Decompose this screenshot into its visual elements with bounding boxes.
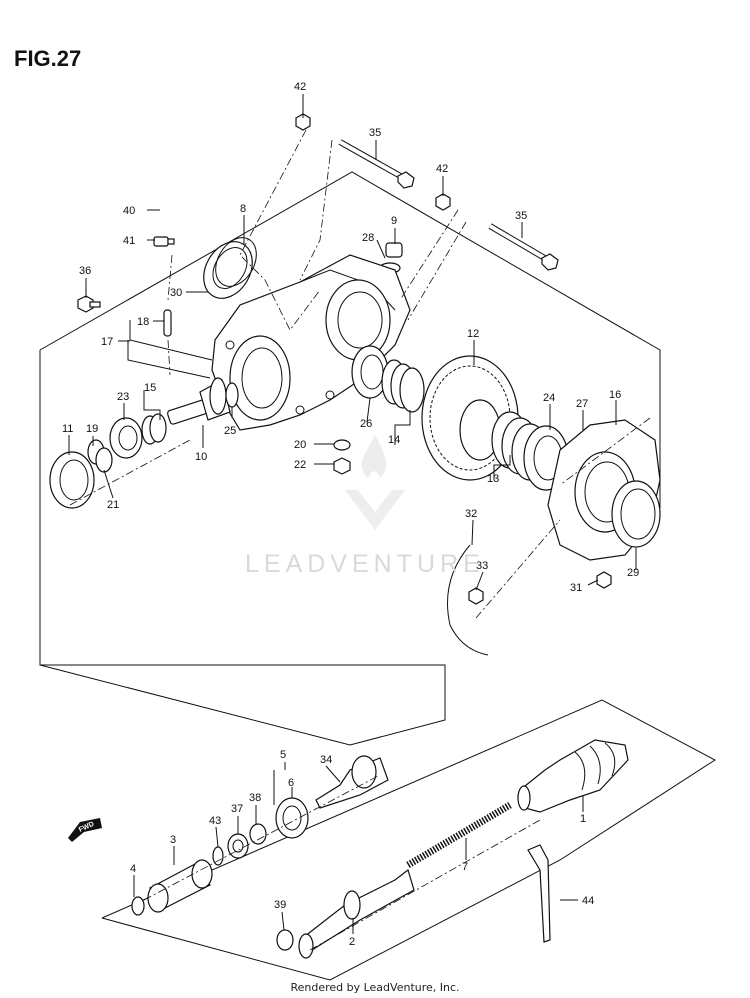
leadventure-flame-logo <box>345 435 405 530</box>
part-washer-20[interactable] <box>333 439 351 451</box>
callout-21: 21 <box>107 499 119 511</box>
callout-11: 11 <box>62 423 73 435</box>
callout-22: 22 <box>294 459 306 471</box>
part-gasket-ring-32[interactable] <box>447 544 489 656</box>
part-spring[interactable] <box>406 801 512 869</box>
part-pinion-gear[interactable] <box>166 377 231 425</box>
part-bearing-6[interactable] <box>275 797 309 839</box>
watermark-text: LEADVENTURE <box>245 550 485 578</box>
callout-23: 23 <box>117 391 129 403</box>
part-bearing-23[interactable] <box>109 417 143 459</box>
part-bolt-31[interactable] <box>596 571 612 589</box>
callout-41: 41 <box>123 235 135 247</box>
callout-6: 6 <box>288 777 294 789</box>
part-circlip-4[interactable] <box>131 896 145 916</box>
part-washer-38[interactable] <box>249 823 267 845</box>
part-bearing-25[interactable] <box>225 382 239 408</box>
callout-27: 27 <box>576 398 588 410</box>
construction-lines <box>69 129 651 951</box>
part-propeller-shaft[interactable] <box>298 868 415 959</box>
callout-7: 7 <box>462 861 468 873</box>
assembly-outline-lower <box>101 699 716 981</box>
callout-39: 39 <box>274 899 286 911</box>
callout-36: 36 <box>79 265 91 277</box>
callout-25: 25 <box>224 425 236 437</box>
callout-19: 19 <box>86 423 98 435</box>
part-drive-shaft-34[interactable] <box>315 755 389 809</box>
callout-30: 30 <box>170 287 182 299</box>
callout-5: 5 <box>280 749 286 761</box>
part-boot[interactable] <box>517 739 629 813</box>
part-circlip-21[interactable] <box>95 447 113 473</box>
part-dowel-pin[interactable] <box>163 309 172 337</box>
part-gear-case[interactable] <box>211 254 411 431</box>
callout-34: 34 <box>320 754 332 766</box>
callout-33: 33 <box>476 560 488 572</box>
callout-32: 32 <box>465 508 477 520</box>
part-hose-clamp[interactable] <box>153 236 175 247</box>
part-coupling-11[interactable] <box>49 451 95 509</box>
callout-42b: 42 <box>436 163 448 175</box>
part-bolt-36[interactable] <box>77 295 101 313</box>
part-drain-plug-22[interactable] <box>333 457 351 475</box>
callout-43: 43 <box>209 815 221 827</box>
part-cable-tie[interactable] <box>527 844 551 943</box>
callout-24: 24 <box>543 392 555 404</box>
leader-lines <box>68 94 637 934</box>
callout-2: 2 <box>349 936 355 948</box>
part-nut-42b[interactable] <box>435 193 451 211</box>
callout-9: 9 <box>391 215 397 227</box>
callout-44: 44 <box>582 895 594 907</box>
part-shims-15[interactable] <box>141 413 167 445</box>
callout-28: 28 <box>362 232 374 244</box>
callout-3: 3 <box>170 834 176 846</box>
callout-35a: 35 <box>369 127 381 139</box>
callout-1: 1 <box>580 813 586 825</box>
callout-14: 14 <box>388 434 400 446</box>
callout-16: 16 <box>609 389 621 401</box>
callout-17: 17 <box>101 336 113 348</box>
callout-40: 40 <box>123 205 135 217</box>
part-circlip-43[interactable] <box>212 846 224 866</box>
assembly-outline-upper <box>39 171 661 746</box>
callout-18: 18 <box>137 316 149 328</box>
render-credit: Rendered by LeadVenture, Inc. <box>290 981 460 994</box>
part-o-ring-39[interactable] <box>276 929 294 951</box>
part-nut-37[interactable] <box>227 833 249 859</box>
figure-title: FIG.27 <box>14 46 82 71</box>
callout-29: 29 <box>627 567 639 579</box>
callout-26: 26 <box>360 418 372 430</box>
callout-37: 37 <box>231 803 243 815</box>
part-stud-bolt-35b[interactable] <box>488 223 559 271</box>
part-sleeve-3[interactable] <box>147 859 213 913</box>
callout-8: 8 <box>240 203 246 215</box>
part-stud-bolt-35a[interactable] <box>338 139 415 189</box>
callout-15: 15 <box>144 382 156 394</box>
callout-42a: 42 <box>294 81 306 93</box>
callout-10: 10 <box>195 451 207 463</box>
part-oil-seal-29[interactable] <box>611 480 661 548</box>
fwd-arrow-icon: FWD <box>68 818 102 842</box>
part-bolt-33[interactable] <box>468 587 484 605</box>
callout-12: 12 <box>467 328 479 340</box>
part-hose[interactable] <box>157 172 217 215</box>
callout-labels: 42 35 42 35 9 28 8 40 41 36 30 18 17 12 … <box>62 81 639 948</box>
callout-4: 4 <box>130 863 136 875</box>
callout-20: 20 <box>294 439 306 451</box>
callout-31: 31 <box>570 582 582 594</box>
part-shims-14[interactable] <box>381 359 425 413</box>
part-seal-8[interactable] <box>207 230 264 293</box>
callout-35b: 35 <box>515 210 527 222</box>
callout-38: 38 <box>249 792 261 804</box>
callout-13: 13 <box>487 473 499 485</box>
